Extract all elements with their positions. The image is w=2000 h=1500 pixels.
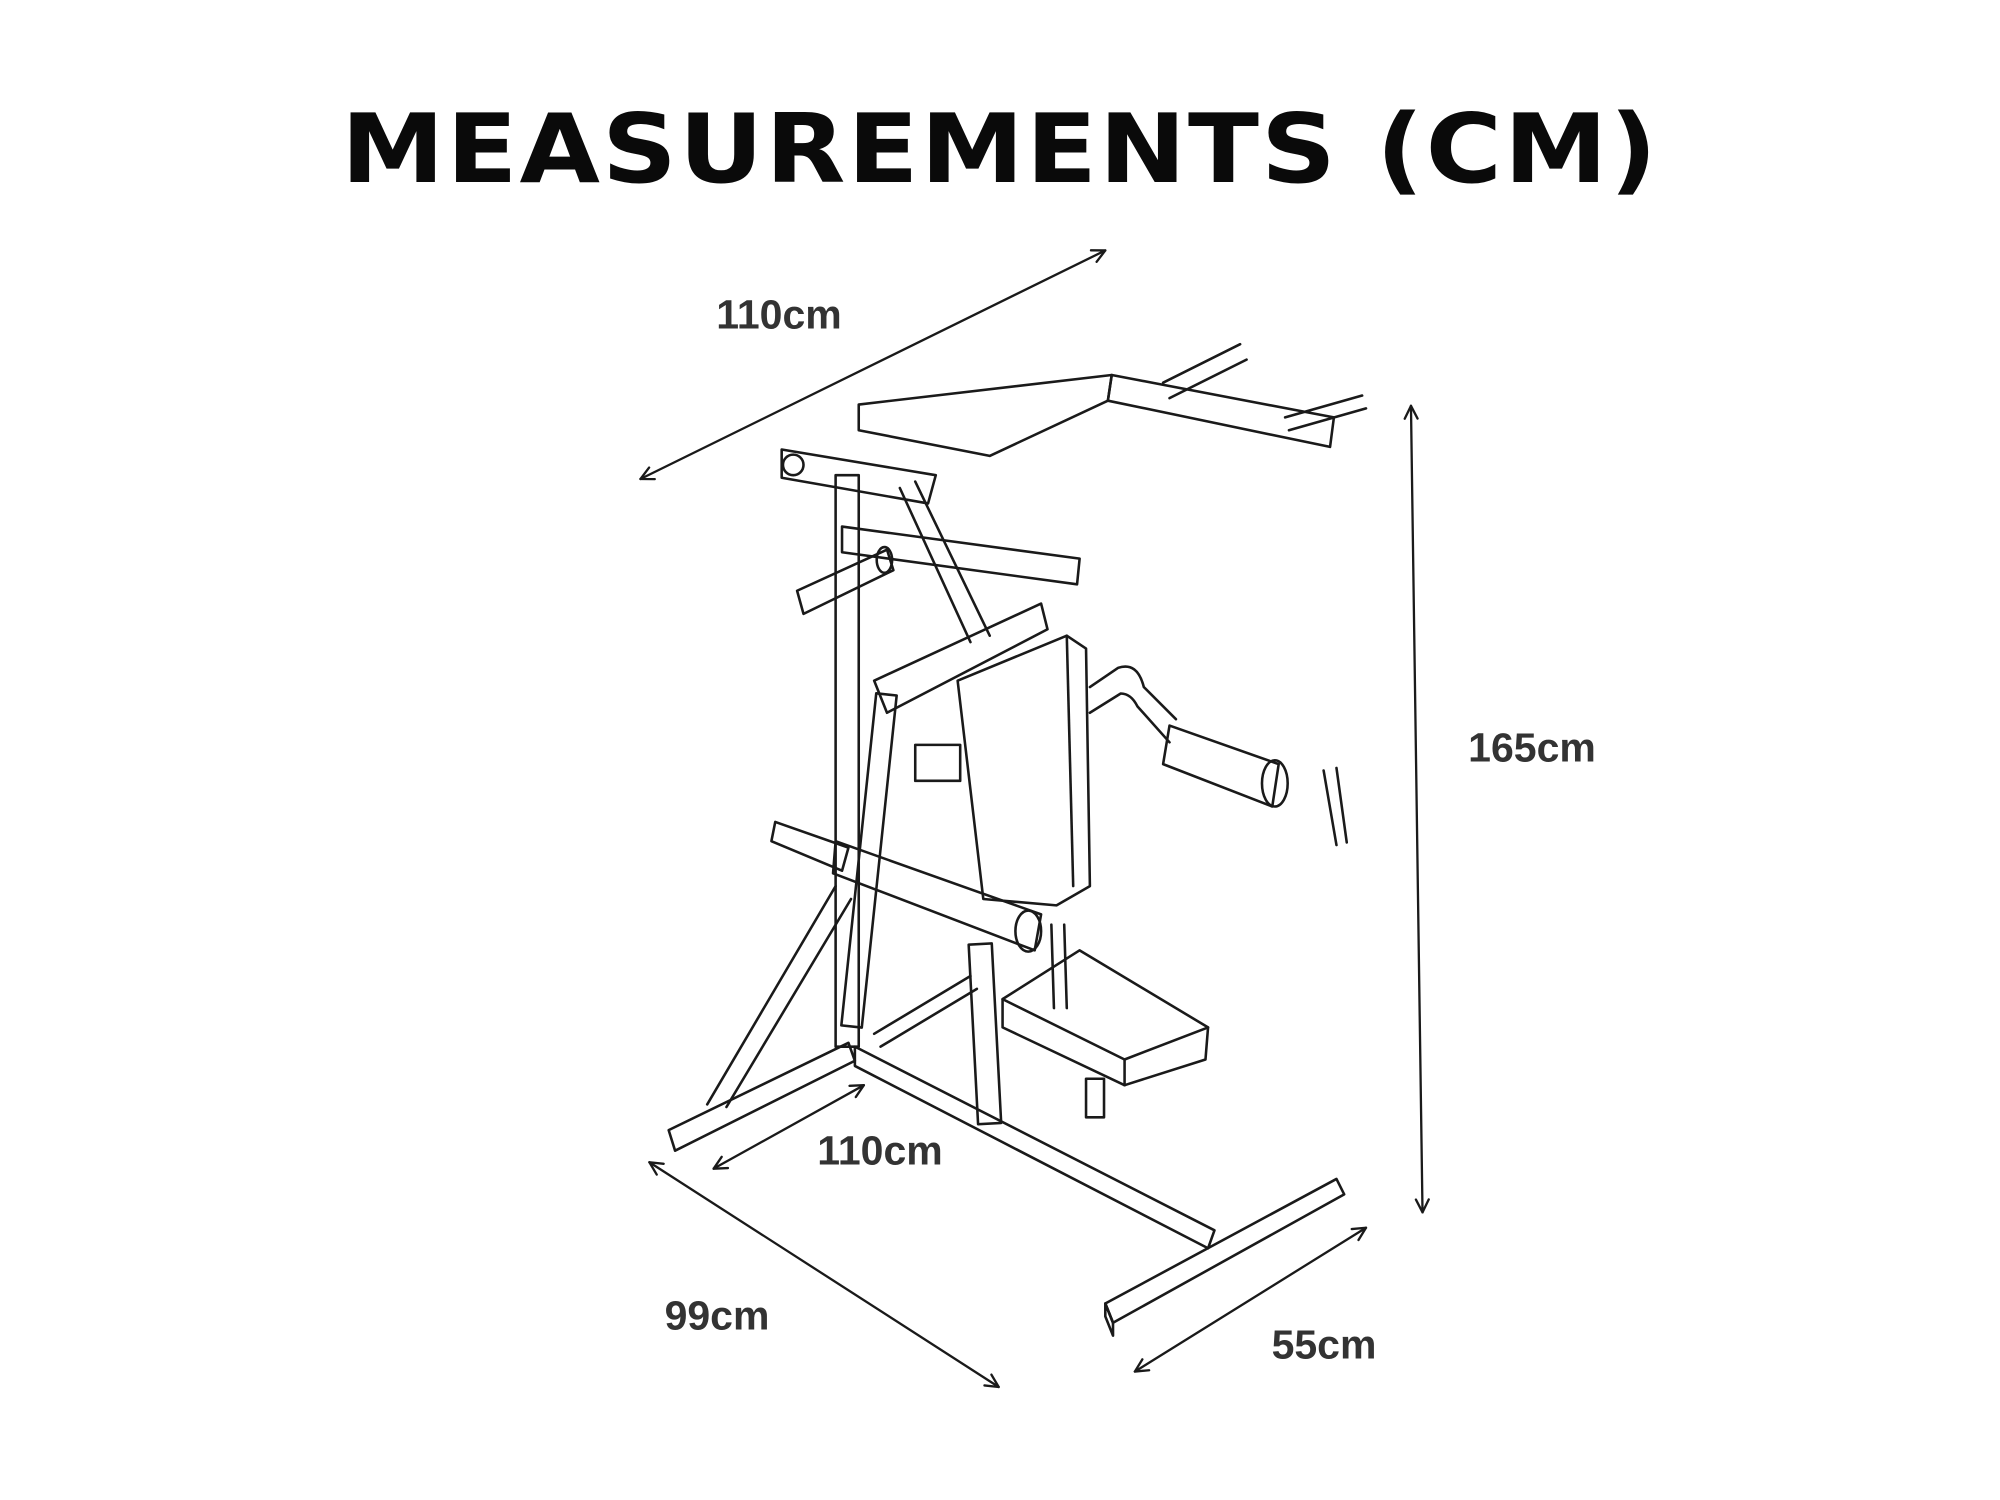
arrow-top-width (639, 249, 1107, 481)
dimension-arrows (639, 249, 1430, 1389)
arrow-height (1403, 404, 1430, 1214)
arrow-base-inner-width (712, 1084, 866, 1170)
arrow-foot-width (1133, 1226, 1368, 1373)
page-title: MEASUREMENTS (CM) (340, 92, 1659, 206)
label-top-width: 110cm (716, 291, 842, 338)
machine-frame (667, 342, 1368, 1337)
label-base-inner-width: 110cm (817, 1127, 943, 1174)
label-foot-width: 55cm (1271, 1321, 1377, 1368)
arrow-depth (648, 1161, 1000, 1389)
label-depth: 99cm (664, 1292, 770, 1339)
label-height: 165cm (1468, 724, 1596, 771)
